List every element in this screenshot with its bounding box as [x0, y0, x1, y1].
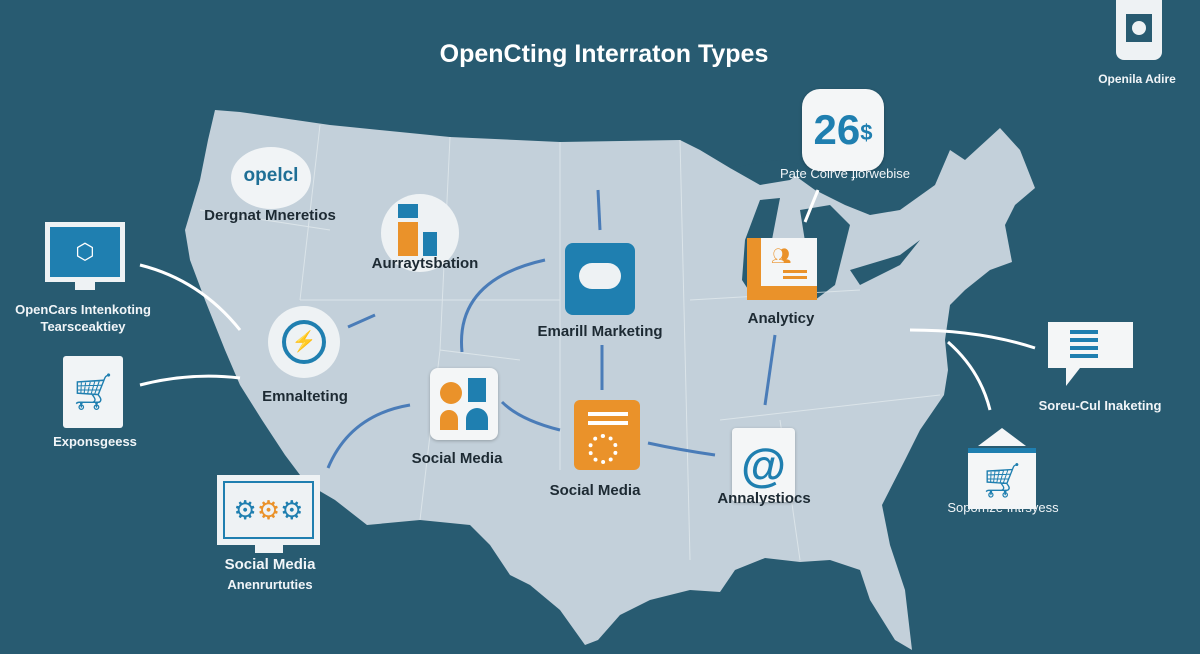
chat-document-icon: [1048, 322, 1133, 386]
arrow: [139, 374, 241, 387]
bubble-label: Dergnat Mneretios: [204, 207, 336, 224]
node-label: OpenCars Intenkoting: [15, 302, 151, 317]
arrow: [803, 189, 820, 223]
arrow: [909, 328, 1036, 350]
arrows: [139, 189, 1036, 469]
node-label: Analyticy: [747, 310, 815, 327]
top-right-label: Openila Adire: [1098, 72, 1176, 86]
price-badge: 26$: [802, 89, 884, 171]
badge-label: Pate Coirve ɟiorwebise: [779, 166, 911, 181]
settings-document-icon: [574, 400, 640, 470]
great-lakes: [730, 160, 920, 300]
shopping-cart-icon: 🛒︎: [968, 448, 1036, 509]
badge-number: 26: [813, 106, 861, 153]
arrow: [139, 263, 242, 331]
arrow: [647, 441, 716, 457]
people-card-icon: 👥︎: [747, 238, 817, 300]
node-label: Emnalteting: [262, 388, 348, 405]
node-label: Annalystiocs: [717, 490, 811, 507]
monitor-stand: [255, 545, 283, 553]
node-label: Soporrize Intrsyess: [947, 500, 1059, 515]
node-label: Social Media: [549, 482, 641, 499]
monitor-network-icon: ⬡: [45, 222, 125, 290]
person-dashboard-icon: [381, 194, 459, 272]
people-icon: [430, 368, 498, 440]
arrow: [947, 340, 992, 411]
cloud-icon: [565, 243, 635, 315]
at-sign-icon: @: [732, 428, 795, 502]
node-label: Emarill Marketing: [537, 323, 663, 340]
device-icon: [1116, 0, 1162, 60]
node-label: Tearsceaktiey: [40, 319, 126, 334]
arrow: [347, 313, 376, 329]
tag-top-icon: [978, 428, 1026, 446]
monitor-gears-icon: ⚙⚙⚙: [217, 475, 320, 545]
shopping-cart-icon: 🛒︎: [63, 356, 123, 428]
page-title: OpenCting Interraton Types: [439, 40, 769, 68]
arrow: [459, 258, 546, 353]
node-label: Anenrurtuties: [227, 577, 313, 592]
arrow: [596, 189, 602, 231]
node-label: Soreu-Cul Inaketing: [1038, 398, 1162, 413]
dollar-icon: $: [860, 119, 873, 145]
bubble-text: opelcl: [243, 165, 299, 186]
arrow: [500, 400, 561, 432]
node-label: Social Media: [224, 556, 316, 573]
node-label: Exponsgeess: [53, 434, 137, 449]
node-label: Aurraytsbation: [371, 255, 479, 272]
arrow: [326, 403, 411, 469]
speech-bubble-icon: opelcl: [231, 147, 311, 209]
node-label: Social Media: [411, 450, 503, 467]
arrow: [763, 334, 777, 406]
target-bolt-icon: ⚡: [268, 306, 340, 378]
